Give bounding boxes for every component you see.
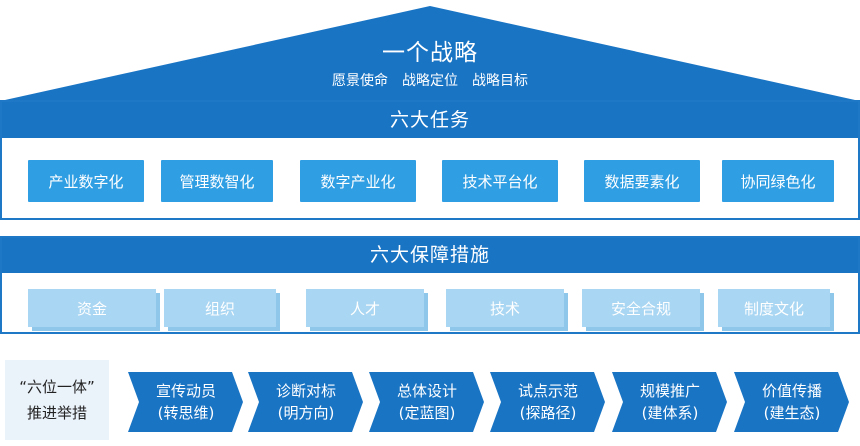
initiative-sub: (建体系) bbox=[641, 404, 699, 422]
strategy-item-vision: 愿景使命 bbox=[332, 73, 388, 89]
task-box: 技术平台化 bbox=[442, 160, 558, 202]
measure-box: 资金 bbox=[28, 289, 160, 331]
strategy-item-goals: 战略目标 bbox=[472, 73, 528, 89]
strategy-title: 一个战略 bbox=[382, 40, 478, 66]
initiative-sub: (明方向) bbox=[277, 404, 335, 422]
initiative-step: 宣传动员 (转思维) bbox=[132, 372, 240, 432]
measure-box: 制度文化 bbox=[718, 289, 834, 331]
initiative-chevron-shape bbox=[490, 372, 605, 432]
measure-box: 安全合规 bbox=[582, 289, 704, 331]
measures-section: 六大保障措施 资金 组织 人才 技术 安全合规 制度文化 bbox=[0, 236, 860, 334]
measure-box: 人才 bbox=[306, 289, 428, 331]
initiatives-label: “六位一体” 推进举措 bbox=[5, 360, 109, 440]
measure-label: 技术 bbox=[446, 289, 564, 327]
task-box: 协同绿色化 bbox=[722, 160, 834, 202]
measure-label: 制度文化 bbox=[718, 289, 830, 327]
measure-label: 资金 bbox=[28, 289, 156, 327]
initiative-chevron-shape bbox=[128, 372, 243, 432]
initiatives-label-line2: 推进举措 bbox=[26, 404, 87, 422]
roof-shape bbox=[5, 6, 855, 100]
initiative-chevron-shape bbox=[734, 372, 849, 432]
tasks-title: 六大任务 bbox=[2, 102, 858, 138]
measure-label: 组织 bbox=[164, 289, 276, 327]
measure-box: 组织 bbox=[164, 289, 280, 331]
initiative-sub: (定蓝图) bbox=[398, 404, 456, 422]
initiative-chevron-shape bbox=[612, 372, 727, 432]
task-box: 产业数字化 bbox=[28, 160, 144, 202]
initiative-step: 规模推广 (建体系) bbox=[616, 372, 724, 432]
initiative-name: 总体设计 bbox=[396, 382, 457, 400]
initiative-step: 诊断对标 (明方向) bbox=[252, 372, 360, 432]
strategy-item-positioning: 战略定位 bbox=[402, 73, 458, 89]
initiative-sub: (建生态) bbox=[763, 404, 821, 422]
initiative-step: 总体设计 (定蓝图) bbox=[373, 372, 481, 432]
task-box: 数据要素化 bbox=[584, 160, 700, 202]
tasks-section: 六大任务 产业数字化 管理数智化 数字产业化 技术平台化 数据要素化 协同绿色化 bbox=[0, 100, 860, 220]
initiative-chevron-shape bbox=[369, 372, 484, 432]
initiative-name: 宣传动员 bbox=[155, 382, 216, 400]
initiative-name: 诊断对标 bbox=[275, 382, 336, 400]
initiative-sub: (转思维) bbox=[157, 404, 215, 422]
initiative-chevron-shape bbox=[248, 372, 363, 432]
measure-box: 技术 bbox=[446, 289, 568, 331]
initiative-sub: (探路径) bbox=[519, 404, 577, 422]
measure-label: 安全合规 bbox=[582, 289, 700, 327]
task-box: 数字产业化 bbox=[300, 160, 416, 202]
initiative-step: 试点示范 (探路径) bbox=[494, 372, 602, 432]
initiative-name: 规模推广 bbox=[639, 382, 700, 400]
task-box: 管理数智化 bbox=[161, 160, 273, 202]
measures-title: 六大保障措施 bbox=[2, 238, 858, 273]
initiatives-label-line1: “六位一体” bbox=[19, 378, 95, 396]
initiative-step: 价值传播 (建生态) bbox=[738, 372, 846, 432]
initiative-name: 试点示范 bbox=[517, 382, 578, 400]
initiative-name: 价值传播 bbox=[761, 382, 822, 400]
strategy-items: 愿景使命 战略定位 战略目标 bbox=[0, 70, 860, 90]
measure-label: 人才 bbox=[306, 289, 424, 327]
